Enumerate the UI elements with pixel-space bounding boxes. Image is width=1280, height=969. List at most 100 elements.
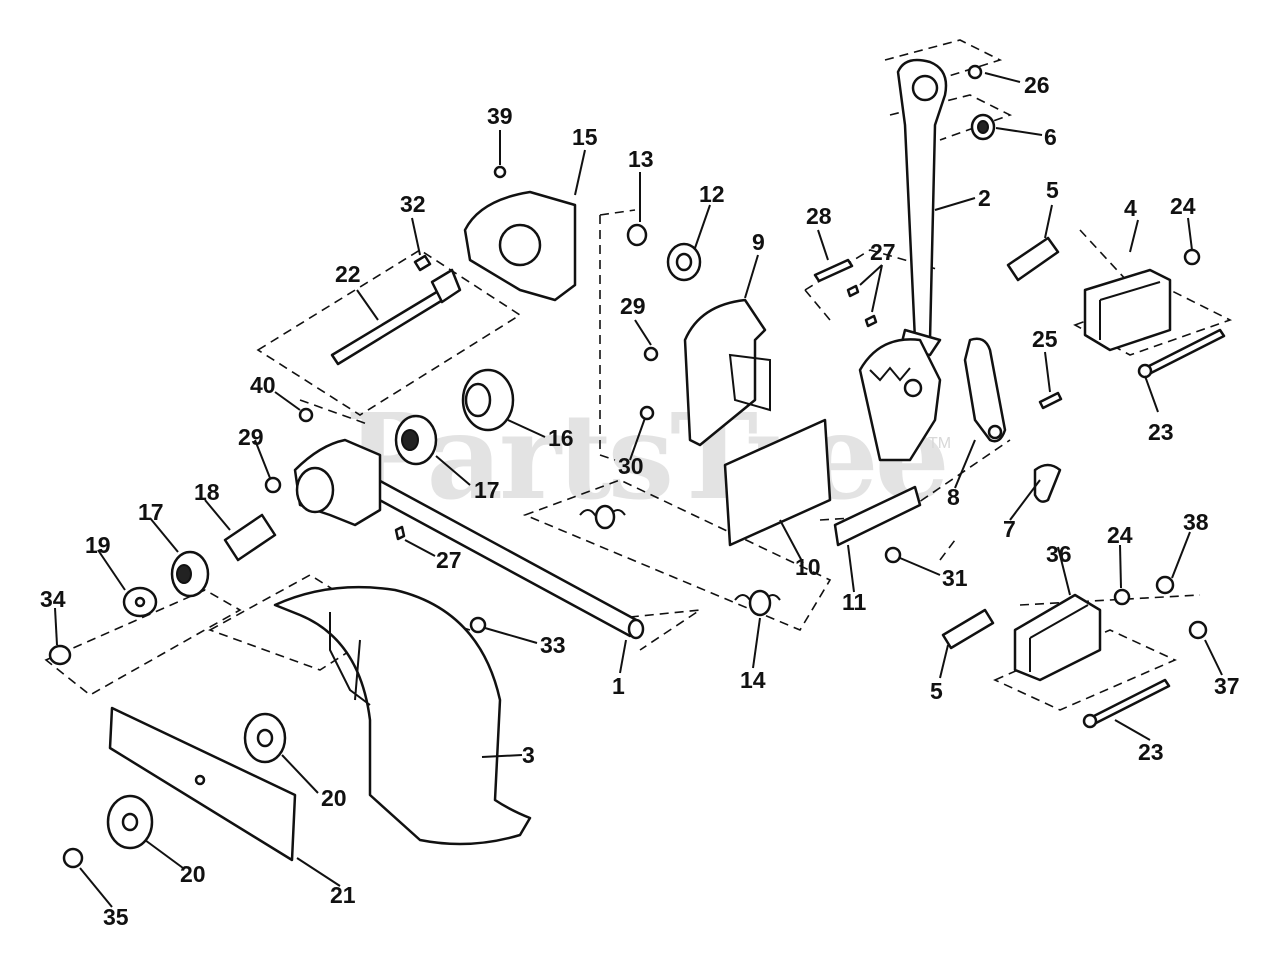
callout-12: 12 bbox=[699, 181, 725, 207]
callout-17-upper: 17 bbox=[474, 477, 500, 503]
part-4-bracket bbox=[1083, 268, 1172, 352]
sector-gear bbox=[858, 338, 942, 462]
callout-4: 4 bbox=[1124, 195, 1137, 221]
callout-5-upper: 5 bbox=[1046, 177, 1059, 203]
callout-1: 1 bbox=[612, 673, 625, 699]
callout-13: 13 bbox=[628, 146, 654, 172]
callout-14: 14 bbox=[740, 667, 766, 693]
part-13-washer bbox=[626, 223, 648, 247]
callout-22: 22 bbox=[335, 261, 361, 287]
part-27-screw-lower bbox=[394, 525, 406, 541]
callout-5-lower: 5 bbox=[930, 678, 943, 704]
part-33-carriage-bolt bbox=[469, 616, 487, 634]
callout-labels: 39 15 13 12 32 22 9 28 27 2 5 4 24 26 6 … bbox=[40, 72, 1240, 930]
callout-24-lower: 24 bbox=[1107, 522, 1133, 548]
callout-35: 35 bbox=[103, 904, 129, 930]
leader-lines bbox=[54, 72, 1223, 908]
axle-housing bbox=[293, 438, 382, 527]
callout-38: 38 bbox=[1183, 509, 1209, 535]
part-16-pulley bbox=[461, 368, 515, 432]
part-37-screw bbox=[1188, 620, 1208, 640]
part-38-nut bbox=[1155, 575, 1175, 595]
part-11-strip bbox=[833, 485, 922, 547]
part-5-pin-lower bbox=[941, 608, 995, 650]
callout-8: 8 bbox=[947, 484, 960, 510]
callout-27-upper: 27 bbox=[870, 239, 896, 265]
part-17-bearing-lower bbox=[170, 550, 210, 598]
part-25-roll-pin bbox=[1038, 391, 1063, 410]
callout-11: 11 bbox=[842, 589, 867, 615]
callout-16: 16 bbox=[548, 425, 574, 451]
callout-37: 37 bbox=[1214, 673, 1240, 699]
part-20-wheel-lower bbox=[106, 794, 154, 850]
callout-7: 7 bbox=[1003, 516, 1016, 542]
callout-17-lower: 17 bbox=[138, 499, 164, 525]
part-29-nut-upper bbox=[643, 346, 659, 362]
callout-34: 34 bbox=[40, 586, 66, 612]
callout-20-upper: 20 bbox=[321, 785, 347, 811]
part-19-washer bbox=[122, 586, 158, 618]
callout-21: 21 bbox=[330, 882, 356, 908]
callout-19: 19 bbox=[85, 532, 111, 558]
part-27-screw-upper bbox=[846, 284, 878, 328]
callout-39: 39 bbox=[487, 103, 513, 129]
callout-23-upper: 23 bbox=[1148, 419, 1174, 445]
callout-2: 2 bbox=[978, 185, 991, 211]
part-20-wheel-upper bbox=[243, 712, 287, 764]
callout-27-lower: 27 bbox=[436, 547, 462, 573]
part-31-nut bbox=[884, 546, 902, 564]
part-10-wear-plate bbox=[723, 418, 832, 547]
callout-15: 15 bbox=[572, 124, 598, 150]
watermark-trademark: TM bbox=[928, 435, 951, 452]
callout-25: 25 bbox=[1032, 326, 1058, 352]
part-9-mounting-plate bbox=[683, 298, 771, 447]
part-8-latch-arm bbox=[963, 337, 1007, 443]
part-22-bolt bbox=[330, 268, 462, 366]
part-26-screw bbox=[967, 64, 983, 80]
part-34-washer bbox=[48, 644, 72, 666]
callout-24-upper: 24 bbox=[1170, 193, 1196, 219]
part-28-bolt bbox=[813, 258, 854, 283]
part-24-nut-upper bbox=[1183, 248, 1201, 266]
callout-20-lower: 20 bbox=[180, 861, 206, 887]
callout-28: 28 bbox=[806, 203, 832, 229]
part-17-bearing-upper bbox=[394, 414, 438, 466]
dashed-assembly-lines bbox=[44, 39, 1233, 711]
callout-9: 9 bbox=[752, 229, 765, 255]
part-15-pulley-cover bbox=[463, 190, 577, 302]
callout-29-upper: 29 bbox=[620, 293, 646, 319]
part-12-spacer bbox=[666, 242, 702, 282]
callout-32: 32 bbox=[400, 191, 426, 217]
callout-40: 40 bbox=[250, 372, 276, 398]
callout-33: 33 bbox=[540, 632, 566, 658]
callout-30: 30 bbox=[618, 453, 644, 479]
callout-10: 10 bbox=[795, 554, 821, 580]
callout-29-lower: 29 bbox=[238, 424, 264, 450]
part-40-nut bbox=[298, 407, 314, 423]
part-18-bushing bbox=[223, 513, 277, 562]
part-23-bolt-upper bbox=[1137, 328, 1226, 379]
part-23-bolt-lower bbox=[1082, 678, 1171, 729]
part-3-chute-deflector bbox=[273, 585, 532, 846]
part-6-nut bbox=[970, 113, 996, 141]
callout-36: 36 bbox=[1046, 541, 1072, 567]
callout-31: 31 bbox=[942, 565, 968, 591]
callout-26: 26 bbox=[1024, 72, 1050, 98]
part-30-screw bbox=[639, 405, 655, 421]
part-32-key bbox=[413, 254, 432, 272]
callout-23-lower: 23 bbox=[1138, 739, 1164, 765]
part-14-spring-lower bbox=[734, 589, 781, 617]
part-39-screw bbox=[493, 165, 507, 179]
part-35-nut bbox=[62, 847, 84, 869]
callout-18: 18 bbox=[194, 479, 220, 505]
part-5-pin-upper bbox=[1006, 236, 1060, 282]
part-7-clip bbox=[1033, 463, 1062, 503]
callout-3: 3 bbox=[522, 742, 535, 768]
callout-6: 6 bbox=[1044, 124, 1057, 150]
part-24-nut-lower bbox=[1113, 588, 1131, 606]
part-29-nut-lower bbox=[264, 476, 282, 494]
part-2-lift-lever bbox=[896, 58, 948, 357]
part-36-bracket bbox=[1013, 593, 1102, 682]
part-14-spring-upper bbox=[579, 504, 626, 530]
